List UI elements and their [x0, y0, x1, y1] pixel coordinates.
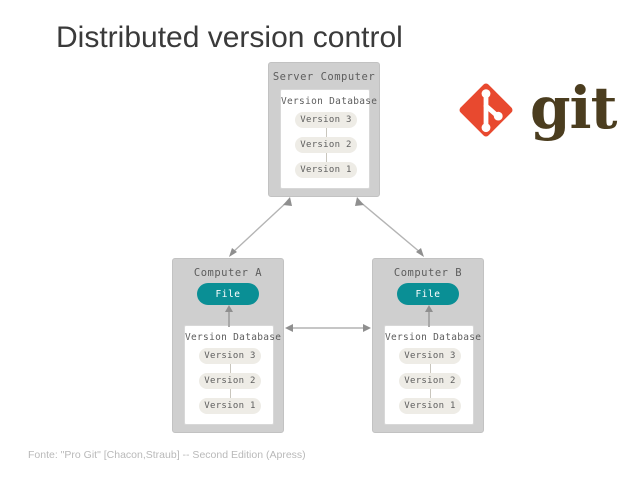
computer-b-file-pill: File	[397, 283, 459, 305]
server-to-computer-a-connector	[229, 197, 292, 257]
server-version-3: Version 3	[295, 112, 357, 128]
git-wordmark: git	[530, 74, 617, 142]
server-version-database-title: Version Database	[281, 96, 378, 107]
git-diamond-branch-mark-icon	[459, 83, 513, 137]
computer-a-version-database-box: Version Database Version 3 Version 2 Ver…	[184, 325, 282, 425]
computer-a-title: Computer A	[193, 267, 263, 279]
page-title: Distributed version control	[56, 21, 403, 54]
server-version-link-3-2	[326, 128, 327, 137]
server-to-computer-b-connector	[355, 197, 424, 257]
computer-b-version-link-2-1	[430, 389, 431, 398]
computer-b-db-to-file-arrow	[425, 305, 433, 327]
server-computer-box: Server Computer Version Database Version…	[268, 62, 380, 197]
computer-b-box: Computer B File Version Database Version…	[372, 258, 484, 433]
computer-b-version-2: Version 2	[399, 373, 461, 389]
server-version-1: Version 1	[295, 162, 357, 178]
computer-b-version-3: Version 3	[399, 348, 461, 364]
computer-b-version-link-3-2	[430, 364, 431, 373]
computer-a-version-3: Version 3	[199, 348, 261, 364]
server-version-link-2-1	[326, 153, 327, 162]
computer-a-db-to-file-arrow	[225, 305, 233, 327]
server-version-2: Version 2	[295, 137, 357, 153]
computer-b-version-database-title: Version Database	[385, 332, 482, 343]
computer-b-version-database-box: Version Database Version 3 Version 2 Ver…	[384, 325, 482, 425]
computer-a-version-2: Version 2	[199, 373, 261, 389]
computer-a-to-computer-b-connector	[285, 324, 371, 332]
git-logo: git	[452, 74, 622, 148]
computer-b-title: Computer B	[393, 267, 463, 279]
computer-a-version-database-title: Version Database	[185, 332, 282, 343]
computer-a-version-link-3-2	[230, 364, 231, 373]
server-computer-title: Server Computer	[272, 71, 376, 83]
computer-a-version-1: Version 1	[199, 398, 261, 414]
computer-a-box: Computer A File Version Database Version…	[172, 258, 284, 433]
computer-a-version-link-2-1	[230, 389, 231, 398]
source-footer: Fonte: "Pro Git" [Chacon,Straub] -- Seco…	[28, 449, 306, 461]
server-version-database-box: Version Database Version 3 Version 2 Ver…	[280, 89, 378, 189]
computer-a-file-pill: File	[197, 283, 259, 305]
computer-b-version-1: Version 1	[399, 398, 461, 414]
